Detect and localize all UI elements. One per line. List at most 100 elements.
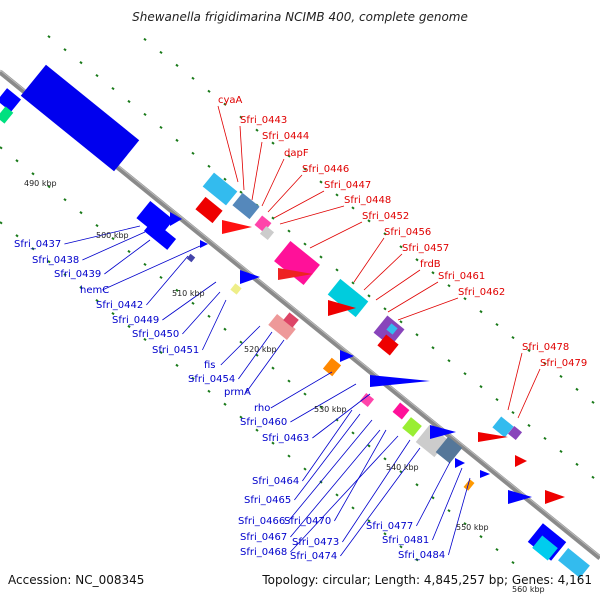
guide-tick <box>223 327 227 331</box>
gene-feature <box>136 201 174 237</box>
forward-gene-label: frdB <box>420 259 441 270</box>
guide-tick <box>511 410 515 415</box>
leader-line <box>517 368 541 419</box>
leader-line <box>239 125 245 191</box>
forward-gene-label: Sfri_0457 <box>402 243 449 254</box>
guide-tick <box>111 236 115 241</box>
gene-feature <box>558 547 590 579</box>
guide-tick <box>591 475 595 479</box>
guide-tick <box>79 61 83 65</box>
guide-tick <box>351 206 355 210</box>
leader-line <box>279 205 345 225</box>
dotted-guide-lines <box>0 35 595 565</box>
leader-line <box>448 477 471 556</box>
leader-line <box>290 383 357 423</box>
guide-tick <box>159 275 163 279</box>
forward-gene-label: Sfri_0478 <box>522 342 569 353</box>
gene-feature <box>186 253 196 263</box>
scale-label: 520 kbp <box>244 345 277 354</box>
leader-line <box>507 352 523 411</box>
leader-line <box>416 461 451 527</box>
leader-line <box>202 299 227 351</box>
guide-tick <box>175 363 179 367</box>
guide-tick <box>127 324 131 329</box>
guide-tick <box>175 63 179 67</box>
gene-arrow <box>370 375 430 387</box>
reverse-gene-label: Sfri_0450 <box>132 329 179 340</box>
guide-tick <box>479 310 483 314</box>
leader-line <box>334 429 387 522</box>
guide-tick <box>271 216 275 220</box>
scale-label: 560 kbp <box>512 585 545 594</box>
guide-tick <box>95 298 99 303</box>
guide-tick <box>367 219 371 223</box>
accession-text: Accession: NC_008345 <box>8 573 145 587</box>
leader-lines <box>64 105 541 557</box>
gene-arrow <box>508 490 532 504</box>
guide-tick <box>63 48 67 52</box>
guide-tick <box>287 229 291 233</box>
guide-tick <box>399 545 403 549</box>
reverse-gene-label: Sfri_0474 <box>290 551 337 562</box>
guide-tick <box>495 547 499 552</box>
forward-gene-label: Sfri_0461 <box>438 271 485 282</box>
scale-label: 540 kbp <box>386 463 419 472</box>
leader-line <box>246 339 285 393</box>
leader-line <box>302 409 353 482</box>
guide-tick <box>463 522 467 526</box>
forward-gene-label: Sfri_0479 <box>540 358 587 369</box>
guide-tick <box>591 400 595 404</box>
reverse-gene-label: Sfri_0470 <box>284 516 331 527</box>
guide-tick <box>319 405 323 409</box>
topology-text: Topology: circular; Length: 4,845,257 bp… <box>262 573 592 587</box>
guide-tick <box>335 193 339 197</box>
gene-feature <box>532 535 558 561</box>
leader-line <box>146 255 189 306</box>
guide-tick <box>431 496 435 500</box>
guide-tick <box>415 258 419 262</box>
gene-feature <box>322 357 342 377</box>
leader-line <box>312 393 371 439</box>
guide-tick <box>303 167 307 171</box>
leader-line <box>353 237 385 283</box>
gene-feature <box>492 416 514 438</box>
guide-tick <box>0 146 3 150</box>
guide-tick <box>271 441 275 445</box>
guide-tick <box>543 361 547 366</box>
guide-tick <box>575 462 579 466</box>
guide-tick <box>559 374 563 378</box>
forward-gene-label: Sfri_0447 <box>324 180 371 191</box>
reverse-gene-label: Sfri_0464 <box>252 476 299 487</box>
guide-tick <box>367 444 371 448</box>
guide-tick <box>143 262 147 267</box>
guide-tick <box>143 37 147 42</box>
forward-gene-label: Sfri_0452 <box>362 211 409 222</box>
reverse-gene-label: hemC <box>80 285 109 296</box>
guide-tick <box>479 535 483 539</box>
guide-tick <box>143 112 147 117</box>
gene-labels: cyaASfri_0443Sfri_0444dapFSfri_0446Sfri_… <box>14 95 587 562</box>
guide-tick <box>511 335 515 340</box>
gene-feature <box>232 192 260 220</box>
forward-gene-label: Sfri_0446 <box>302 164 349 175</box>
guide-tick <box>351 506 355 510</box>
forward-gene-label: cyaA <box>218 95 243 106</box>
gene-feature <box>377 334 399 356</box>
gene-feature <box>359 392 375 408</box>
guide-tick <box>15 159 19 163</box>
guide-tick <box>159 125 163 129</box>
scale-label: 510 kbp <box>172 289 205 298</box>
leader-line <box>82 231 146 261</box>
guide-tick <box>207 89 211 93</box>
reverse-gene-label: Sfri_0442 <box>96 300 143 311</box>
reverse-gene-label: rho <box>254 403 270 414</box>
guide-tick <box>431 271 435 275</box>
guide-tick <box>63 198 67 202</box>
forward-gene-label: Sfri_0444 <box>262 131 309 142</box>
gene-feature <box>20 64 140 172</box>
leader-line <box>102 245 201 291</box>
gene-arrow <box>240 270 260 284</box>
gene-feature <box>259 225 275 241</box>
